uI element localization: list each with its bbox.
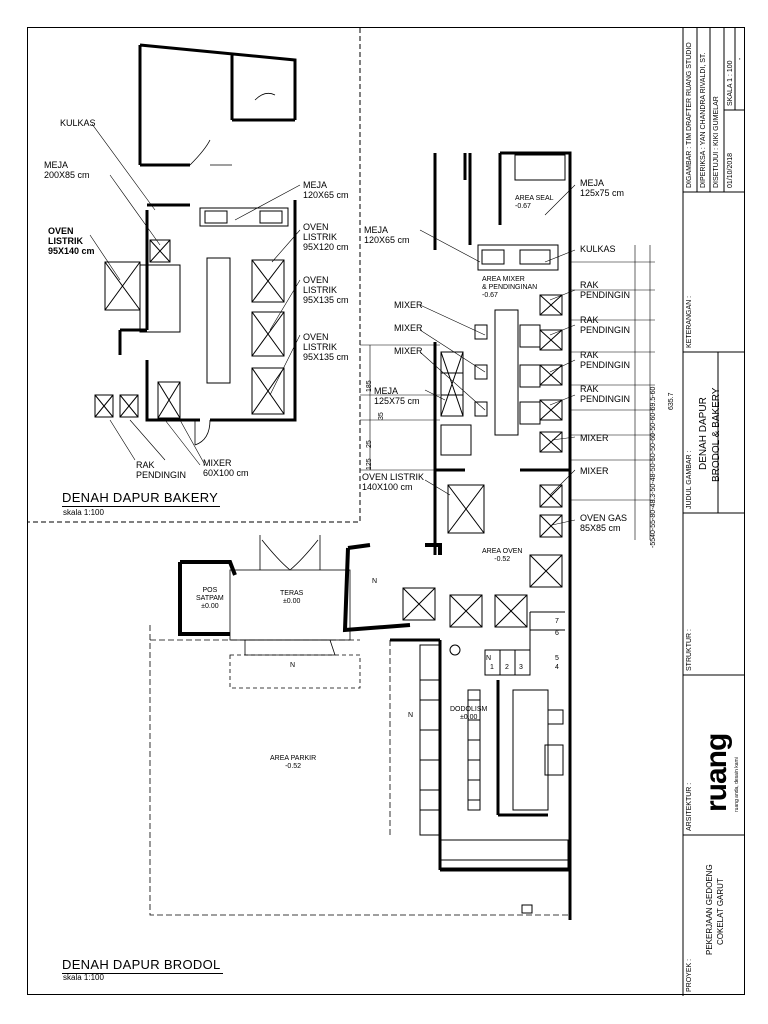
title-block-dash: -	[737, 57, 744, 60]
label-kulkas-bakery: KULKAS	[60, 118, 96, 128]
label-oven-listrik-140x100: OVEN LISTRIK 140X100 cm	[362, 472, 425, 492]
title-block-disetujui: DISETUJUI : KIKI GUMELAR	[713, 96, 720, 188]
title-block-proyek-label: PROYEK :	[686, 958, 693, 992]
stair-2: 2	[505, 664, 509, 671]
label-pos-satpam: POS SATPAM ±0.00	[196, 587, 224, 610]
label-teras: TERAS ±0.00	[280, 590, 304, 605]
dimension-left-35: 35	[378, 412, 385, 420]
label-mixer-bakery: MIXER 60X100 cm	[203, 458, 249, 478]
brodol-terrace	[178, 543, 442, 636]
label-meja-125x75-brodol: MEJA 125X75 cm	[374, 386, 420, 406]
north-arrow-2: N	[290, 662, 296, 669]
stair-1: 1	[490, 664, 494, 671]
brodol-walls	[390, 151, 572, 920]
stair-4: 4	[555, 664, 559, 671]
north-arrow-3: N	[486, 655, 492, 662]
stair-3: 3	[519, 664, 523, 671]
label-meja-125x75-top: MEJA 125x75 cm	[580, 178, 625, 198]
label-rak-pendingin-4: RAK PENDINGIN	[580, 384, 631, 404]
label-area-mixer: AREA MIXER & PENDINGINAN -0.67	[482, 276, 538, 299]
label-mixer-right-1: MIXER	[580, 433, 609, 443]
label-kulkas-brodol: KULKAS	[580, 244, 616, 254]
title-block-skala: SKALA 1 : 100	[727, 60, 734, 106]
dimension-left-185: 185	[366, 380, 373, 392]
label-rak-pendingin-3: RAK PENDINGIN	[580, 350, 631, 370]
bakery-oven-95x120	[251, 259, 285, 303]
stair-7: 7	[555, 618, 559, 625]
title-block-keterangan: KETERANGAN :	[686, 295, 693, 348]
scale-bakery: skala 1:100	[63, 508, 104, 517]
scale-brodol: skala 1:100	[63, 973, 104, 982]
stair-5: 5	[555, 655, 559, 662]
bakery-oven-95x135b	[251, 367, 285, 415]
dimension-total: 635.7	[668, 392, 675, 410]
stair-6: 6	[555, 630, 559, 637]
title-block-diperiksa: DIPERIKSA : YAN CHANDRA RIVALDI, ST.	[700, 52, 707, 188]
bakery-oven-95x135a	[251, 311, 285, 357]
label-meja-120x65-brodol: MEJA 120X65 cm	[364, 225, 410, 245]
bakery-doors	[189, 92, 276, 446]
meja-125x75-top	[514, 154, 566, 181]
bakery-walls	[118, 43, 297, 422]
bakery-table-200x85	[139, 264, 181, 333]
label-oven-gas: OVEN GAS 85X85 cm	[580, 513, 628, 533]
drawing-sheet-border	[27, 27, 745, 995]
label-area-seal: AREA SEAL -0.67	[515, 195, 554, 210]
label-mixer-3: MIXER	[394, 346, 423, 356]
label-rak-pendingin-1: RAK PENDINGIN	[580, 280, 631, 300]
label-rak-pendingin-bakery: RAK PENDINGIN	[136, 460, 187, 480]
title-block-digambar: DIGAMBAR : TIM DRAFTER RUANG STUDIO	[686, 42, 693, 188]
label-oven-95x140: OVEN LISTRIK 95X140 cm	[48, 226, 95, 256]
dimension-chain-text: -5540-55-80-48.3-50-48-50-50-50-60-50-60…	[650, 386, 657, 548]
label-meja-200x85: MEJA 200X85 cm	[44, 160, 90, 180]
oven-listrik-140x100	[447, 484, 485, 534]
label-mixer-2: MIXER	[394, 323, 423, 333]
title-block-arsitektur: ARSITEKTUR :	[686, 782, 693, 831]
label-oven-95x120: OVEN LISTRIK 95X120 cm	[303, 222, 349, 252]
brodol-sink-counter	[477, 244, 559, 271]
title-block-judul-label: JUDUL GAMBAR :	[686, 450, 693, 509]
dimension-lines	[360, 245, 655, 540]
label-oven-95x135-b: OVEN LISTRIK 95X135 cm	[303, 332, 349, 362]
title-block-proyek-2: COKELAT GARUT	[716, 878, 725, 945]
title-block-struktur: STRUKTUR :	[686, 629, 693, 671]
dimension-left-125: 125	[366, 458, 373, 470]
title-block-judul-2: BRODOL & BAKERY	[711, 387, 722, 482]
label-dodolisme: DODOLISM ±0.00	[450, 706, 488, 721]
label-meja-120x65-bakery: MEJA 120X65 cm	[303, 180, 349, 200]
label-area-oven: AREA OVEN -0.52	[482, 548, 523, 563]
label-rak-pendingin-2: RAK PENDINGIN	[580, 315, 631, 335]
ruang-logo: ruang	[700, 733, 733, 812]
title-block-date: 01/10/2018	[727, 152, 734, 188]
dimension-left-25: 25	[366, 440, 373, 448]
title-block-judul-1: DENAH DAPUR	[698, 397, 709, 470]
brodol-table-120x65	[494, 309, 519, 436]
ruang-logo-tagline: ruang anda, desain kami	[734, 757, 740, 812]
north-arrow-1: N	[372, 578, 378, 585]
title-block-proyek-1: PEKERJAAN GEDOENG	[705, 864, 714, 955]
title-denah-dapur-brodol: DENAH DAPUR BRODOL	[62, 957, 223, 974]
bakery-sink-counter	[199, 207, 289, 227]
label-mixer-1: MIXER	[394, 300, 423, 310]
bakery-dashed-frame	[28, 28, 361, 523]
label-mixer-right-2: MIXER	[580, 466, 609, 476]
label-oven-95x135-a: OVEN LISTRIK 95X135 cm	[303, 275, 349, 305]
bakery-table-120x65	[206, 257, 231, 384]
label-area-parkir: AREA PARKIR -0.52	[270, 755, 317, 770]
title-denah-dapur-bakery: DENAH DAPUR BAKERY	[62, 490, 221, 507]
north-arrow-4: N	[408, 712, 414, 719]
